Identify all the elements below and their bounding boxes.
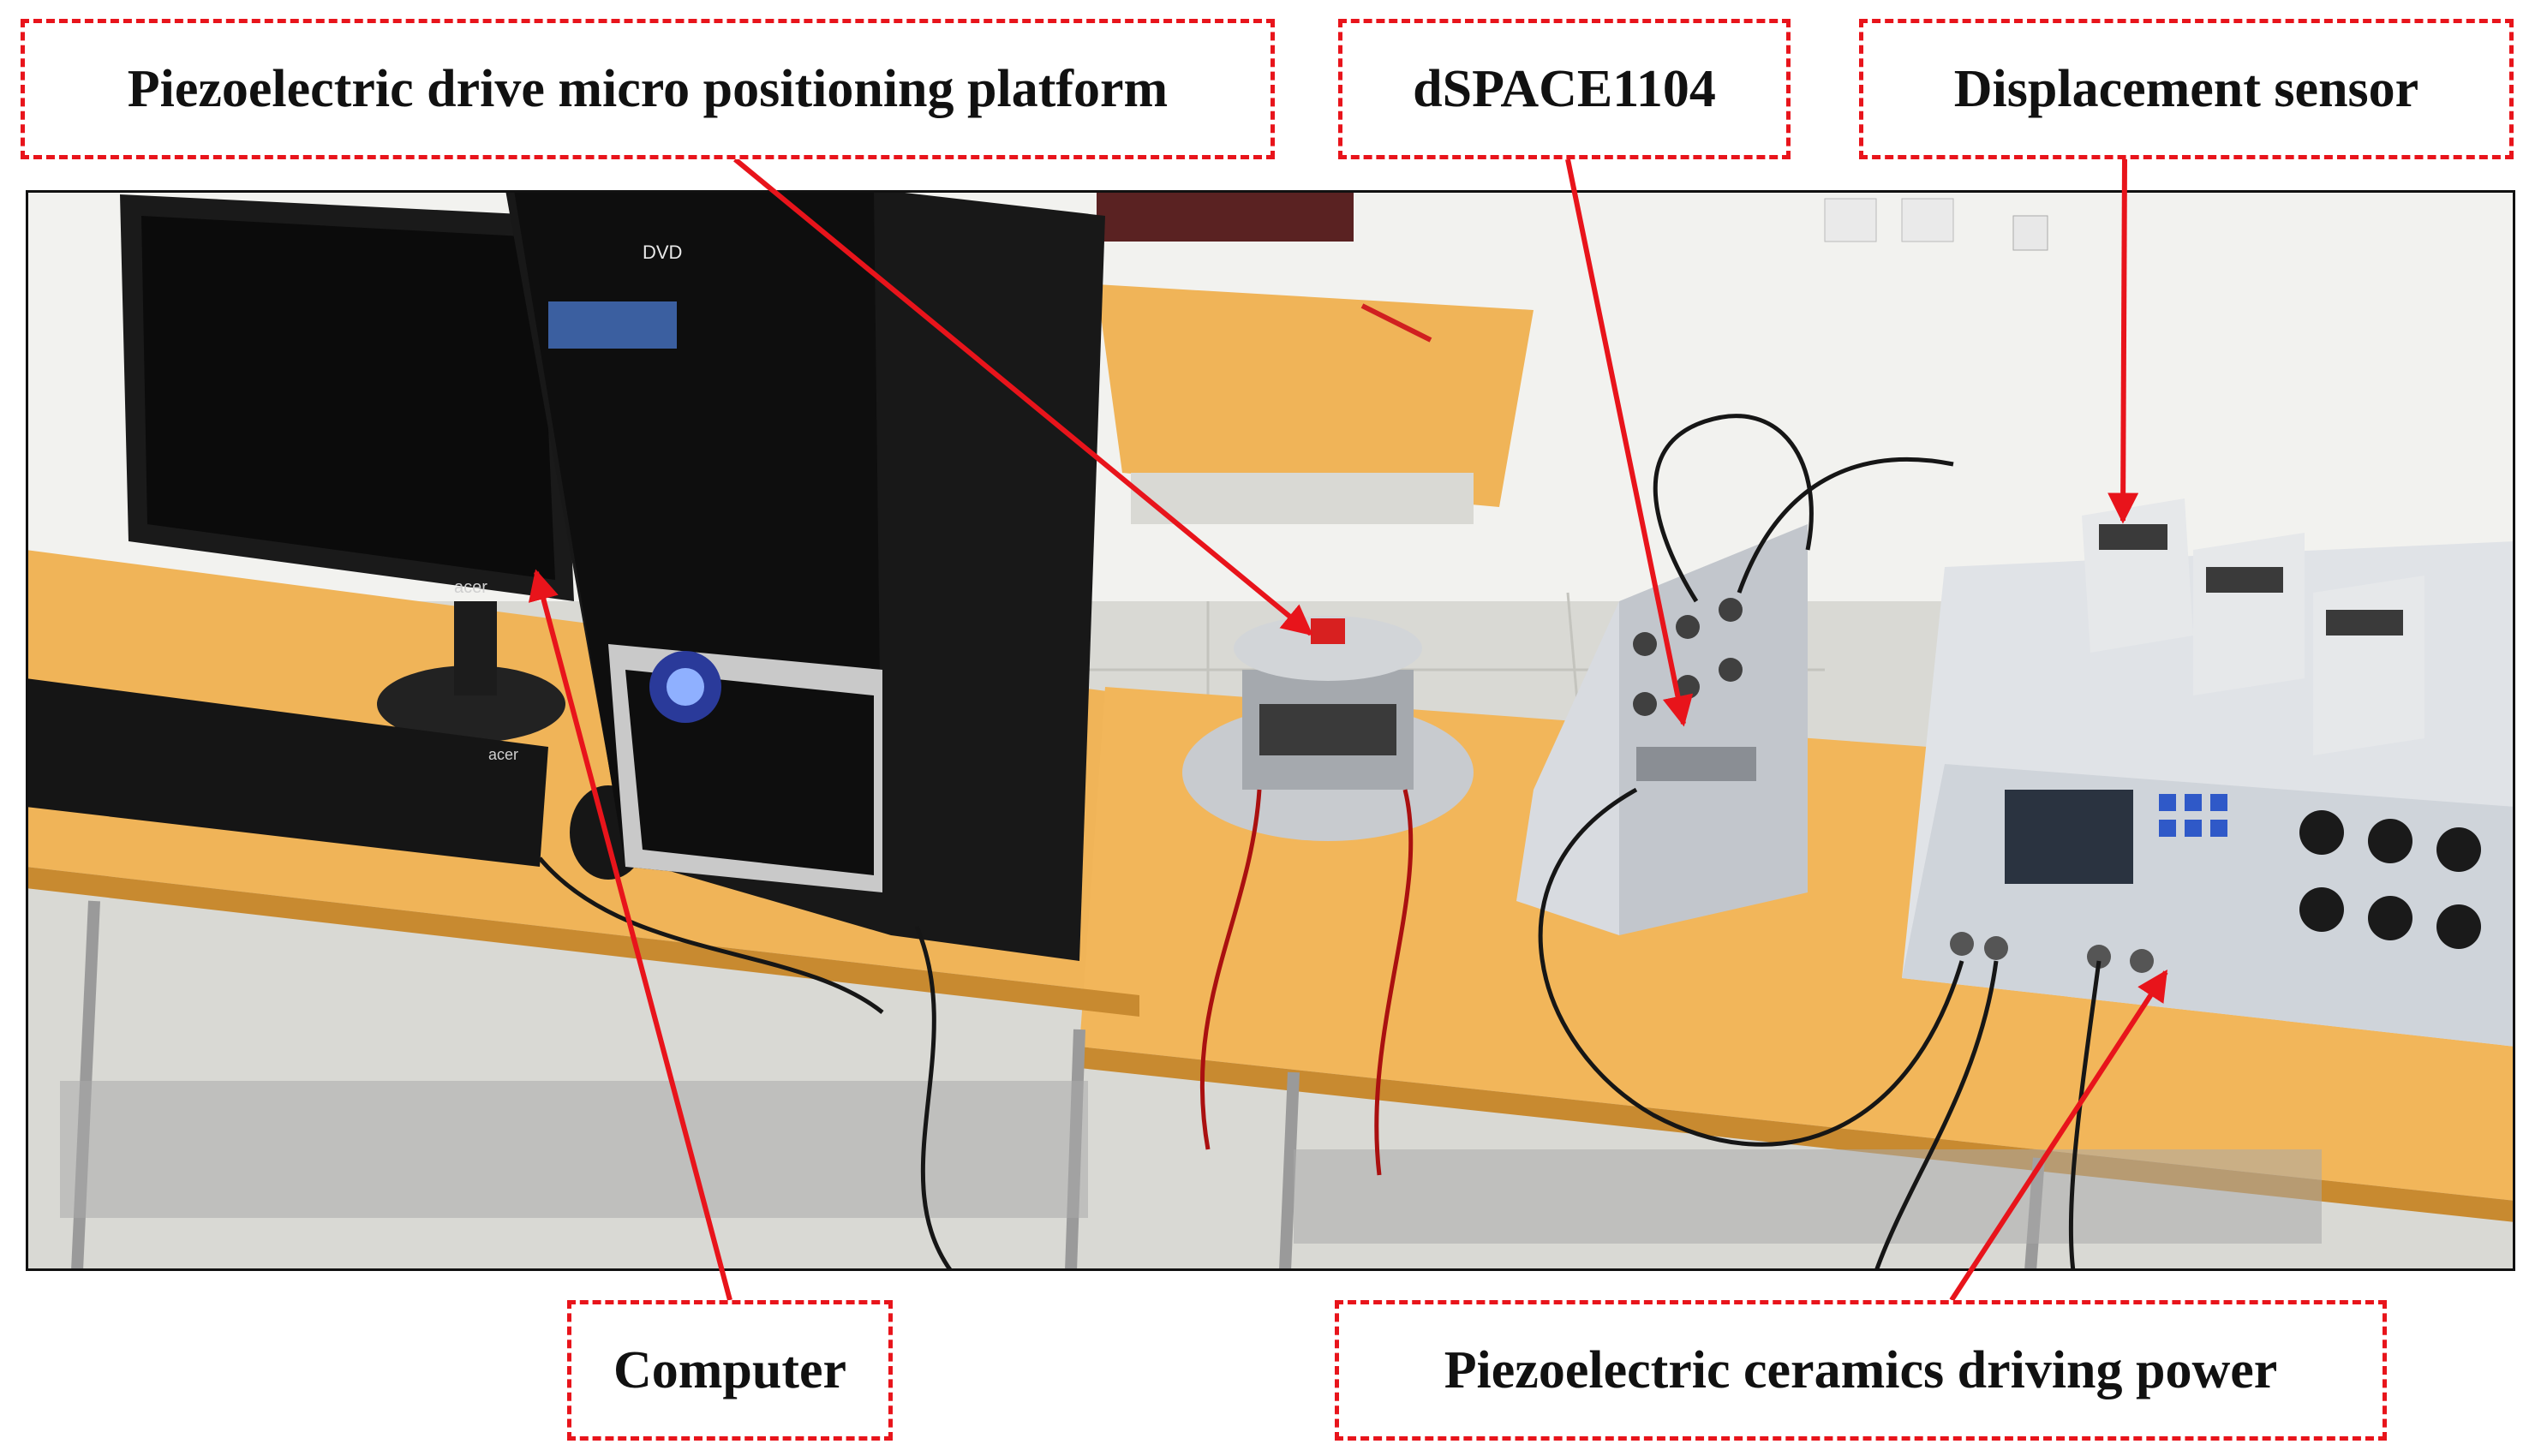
label-dspace-text: dSPACE1104: [1413, 59, 1716, 118]
label-sensor-text: Displacement sensor: [1953, 59, 2419, 118]
driving-power-knobs: [2299, 810, 2481, 949]
label-dspace: dSPACE1104: [1338, 19, 1791, 159]
label-platform: Piezoelectric drive micro positioning pl…: [21, 19, 1275, 159]
tower-sticker: [548, 301, 677, 349]
keyboard: [26, 678, 548, 867]
drive-label: DVD: [643, 242, 682, 263]
label-computer-text: Computer: [613, 1340, 847, 1399]
label-power: Piezoelectric ceramics driving power: [1335, 1300, 2387, 1441]
driving-power-display: [2005, 790, 2133, 884]
driving-power-keypad: [2159, 794, 2227, 837]
driving-power-bnc: [1950, 932, 2154, 973]
monitor-brand: acer: [454, 578, 487, 597]
monitor-stand: [377, 665, 565, 743]
keyboard-brand: acer: [488, 746, 518, 763]
monitor-screen: [141, 216, 555, 580]
label-power-text: Piezoelectric ceramics driving power: [1444, 1340, 2278, 1399]
photo-border: [26, 190, 2515, 1271]
wall-outlet: [2012, 215, 2048, 251]
label-sensor: Displacement sensor: [1859, 19, 2514, 159]
platform-red-block: [1311, 618, 1345, 644]
label-platform-text: Piezoelectric drive micro positioning pl…: [127, 59, 1169, 118]
label-computer: Computer: [567, 1300, 893, 1441]
